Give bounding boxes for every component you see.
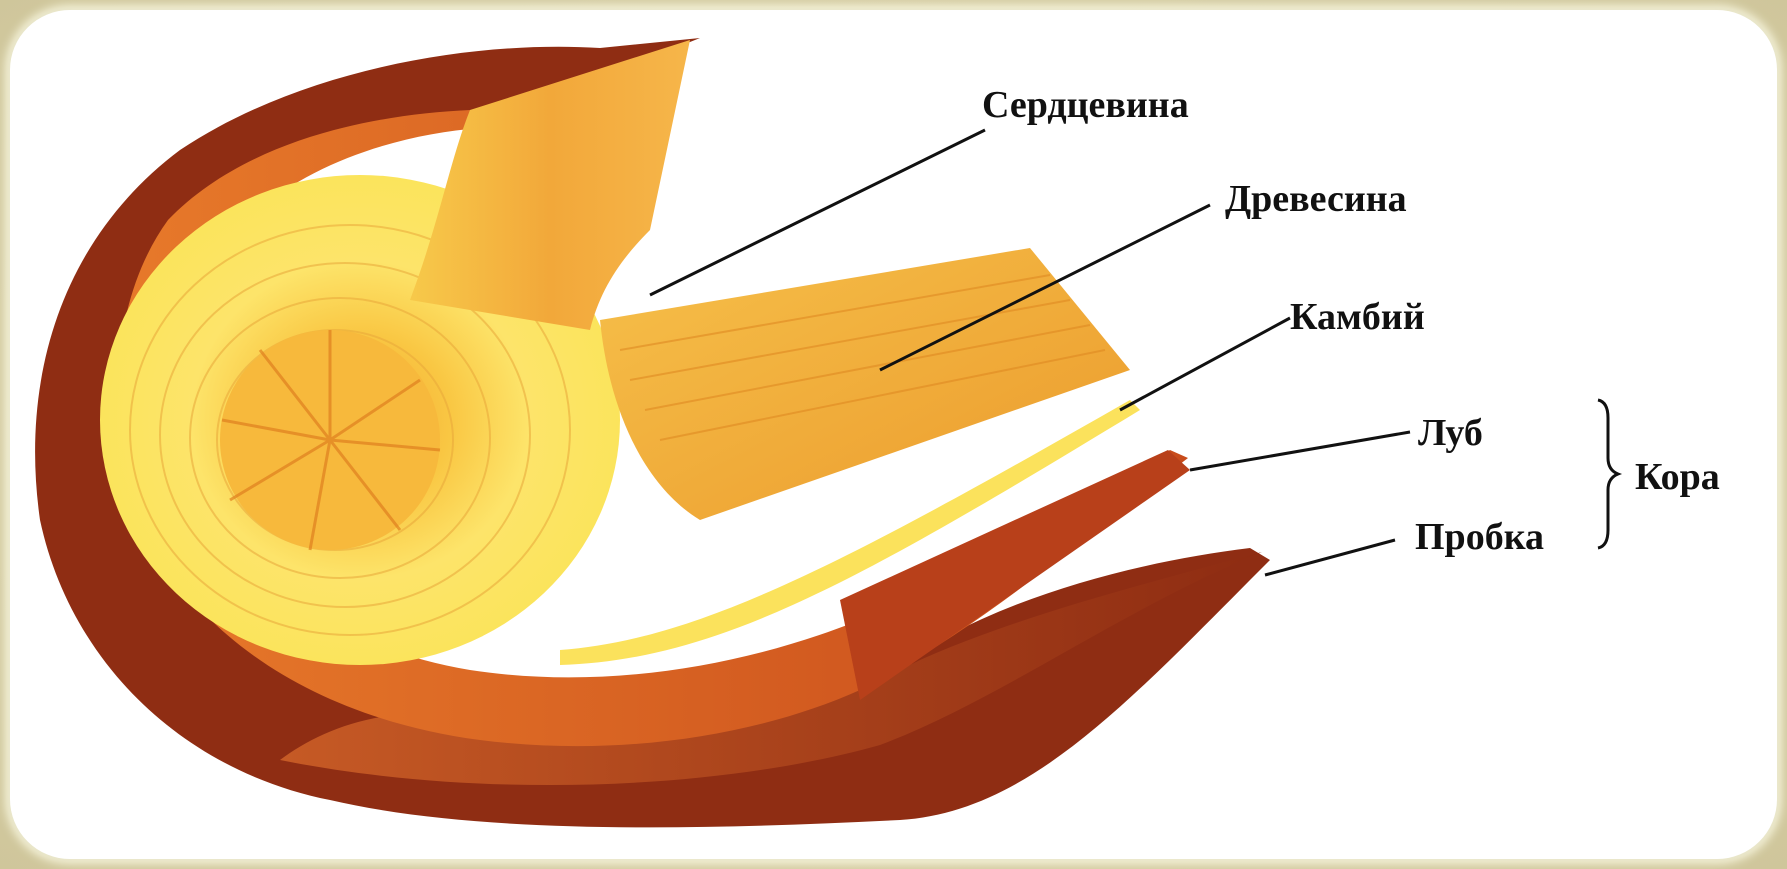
label-phloem: Луб xyxy=(1418,414,1483,452)
bark-bracket xyxy=(1598,400,1618,548)
leader-cork xyxy=(1265,540,1395,575)
wood-plank xyxy=(600,248,1130,520)
label-pith: Сердцевина xyxy=(982,86,1189,124)
label-wood: Древесина xyxy=(1225,180,1407,218)
leader-phloem xyxy=(1190,432,1410,470)
leader-cambium xyxy=(1120,318,1290,410)
label-cork: Пробка xyxy=(1415,518,1544,556)
label-bark: Кора xyxy=(1635,458,1720,496)
label-cambium: Камбий xyxy=(1290,298,1425,336)
